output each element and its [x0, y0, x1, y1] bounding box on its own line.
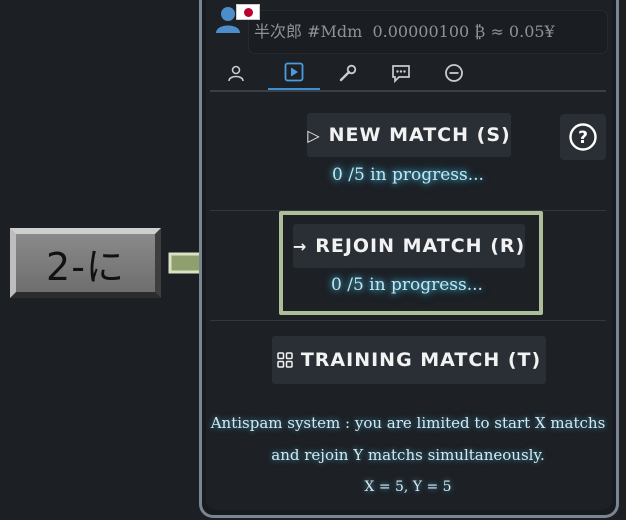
- key-callout-label: 2-に: [46, 244, 125, 289]
- avatar: [216, 7, 240, 33]
- minus-circle-icon: [445, 64, 463, 82]
- play-icon: [284, 62, 304, 82]
- grid-icon: [277, 352, 293, 368]
- chat-icon: [392, 65, 410, 83]
- japan-flag-icon: [236, 4, 260, 20]
- tab-bar: [210, 54, 606, 92]
- user-handle: #Mdm: [307, 22, 363, 41]
- user-icon: [228, 65, 244, 82]
- training-match-button[interactable]: TRAINING MATCH (T): [272, 336, 546, 384]
- new-match-progress: 0 /5 in progress...: [332, 165, 484, 185]
- divider: [210, 320, 606, 321]
- divider: [210, 210, 606, 211]
- antispam-line-1: Antispam system : you are limited to sta…: [210, 414, 606, 432]
- yen-approx: ≈ 0.05¥: [490, 22, 555, 41]
- btc-balance: 0.00000100 ₿: [372, 22, 486, 41]
- key-callout: 2-に: [10, 228, 161, 298]
- user-header-bar: [248, 10, 608, 54]
- tab-block[interactable]: [428, 56, 480, 90]
- tab-play[interactable]: [268, 56, 320, 90]
- tab-profile[interactable]: [210, 56, 262, 90]
- username: 半次郎: [254, 22, 303, 41]
- arrow-right-icon: →: [292, 236, 308, 256]
- user-info: 半次郎 #Mdm 0.00000100 ₿ ≈ 0.05¥: [254, 18, 555, 42]
- training-match-label: TRAINING MATCH (T): [300, 349, 542, 371]
- new-match-button[interactable]: ▷ NEW MATCH (S): [307, 113, 511, 157]
- question-glyph: ?: [578, 128, 588, 148]
- question-icon: ?: [569, 123, 597, 151]
- rejoin-match-button[interactable]: → REJOIN MATCH (R): [293, 224, 525, 268]
- tab-tools[interactable]: [322, 56, 374, 90]
- rejoin-highlight-box: [279, 211, 543, 315]
- tab-chat[interactable]: [375, 56, 427, 90]
- wrench-icon: [339, 64, 357, 82]
- antispam-limits: X = 5, Y = 5: [364, 479, 452, 495]
- rejoin-match-progress: 0 /5 in progress...: [331, 275, 483, 295]
- help-button[interactable]: ?: [560, 114, 606, 160]
- antispam-line-2: and rejoin Y matchs simultaneously.: [271, 446, 545, 464]
- rejoin-match-label: REJOIN MATCH (R): [315, 235, 526, 257]
- play-outline-icon: ▷: [307, 125, 321, 145]
- new-match-label: NEW MATCH (S): [328, 124, 511, 146]
